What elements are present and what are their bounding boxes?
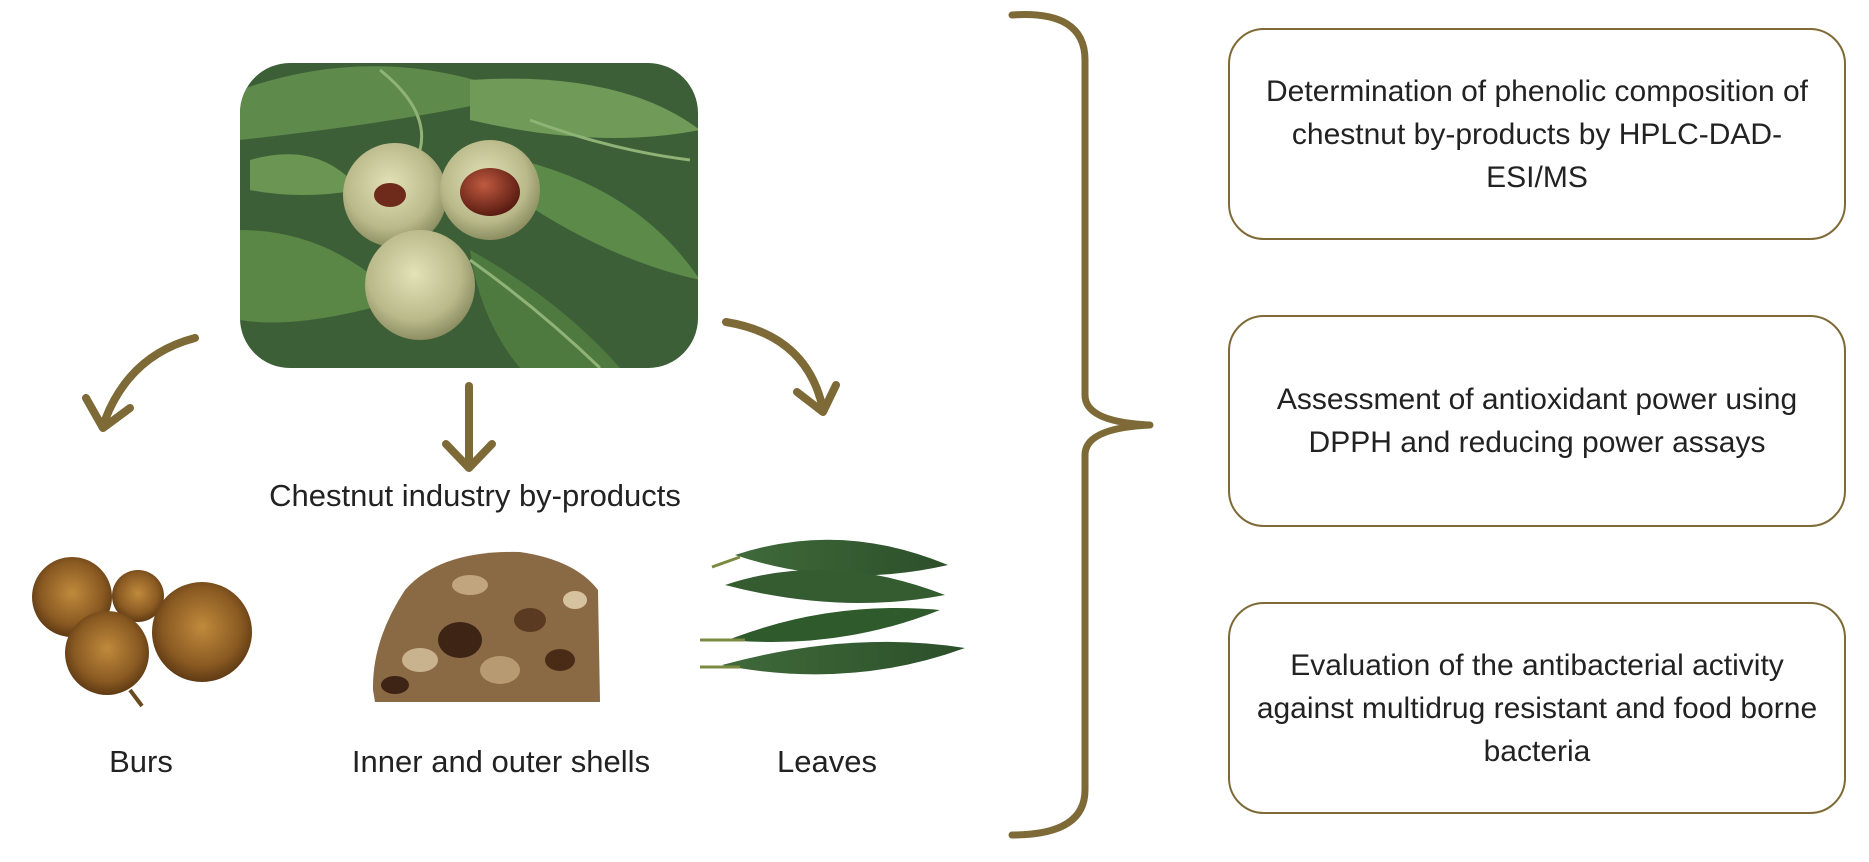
outcome-box-antioxidant: Assessment of antioxidant power using DP… [1228, 315, 1846, 527]
outcome-box-antibacterial: Evaluation of the antibacterial activity… [1228, 602, 1846, 814]
byproduct-label-leaves: Leaves [777, 744, 877, 779]
byproduct-label-burs: Burs [109, 744, 173, 779]
burs-image [32, 557, 252, 708]
arrow-to-burs [82, 334, 199, 432]
arrow-to-shells [442, 382, 496, 472]
outcome-text-phenolic: Determination of phenolic composition of… [1266, 74, 1808, 194]
center-label: Chestnut industry by-products [269, 478, 681, 513]
leaves-image [700, 539, 965, 675]
byproduct-label-shells: Inner and outer shells [351, 744, 651, 779]
shells-image [372, 551, 600, 702]
arrow-to-leaves [722, 318, 840, 416]
chestnut-tree-photo [240, 63, 698, 368]
outcome-text-antioxidant: Assessment of antioxidant power using DP… [1276, 383, 1798, 459]
outcome-box-phenolic: Determination of phenolic composition of… [1228, 28, 1846, 240]
outcome-text-antibacterial: Evaluation of the antibacterial activity… [1256, 648, 1818, 768]
grouping-bracket [1008, 11, 1154, 839]
